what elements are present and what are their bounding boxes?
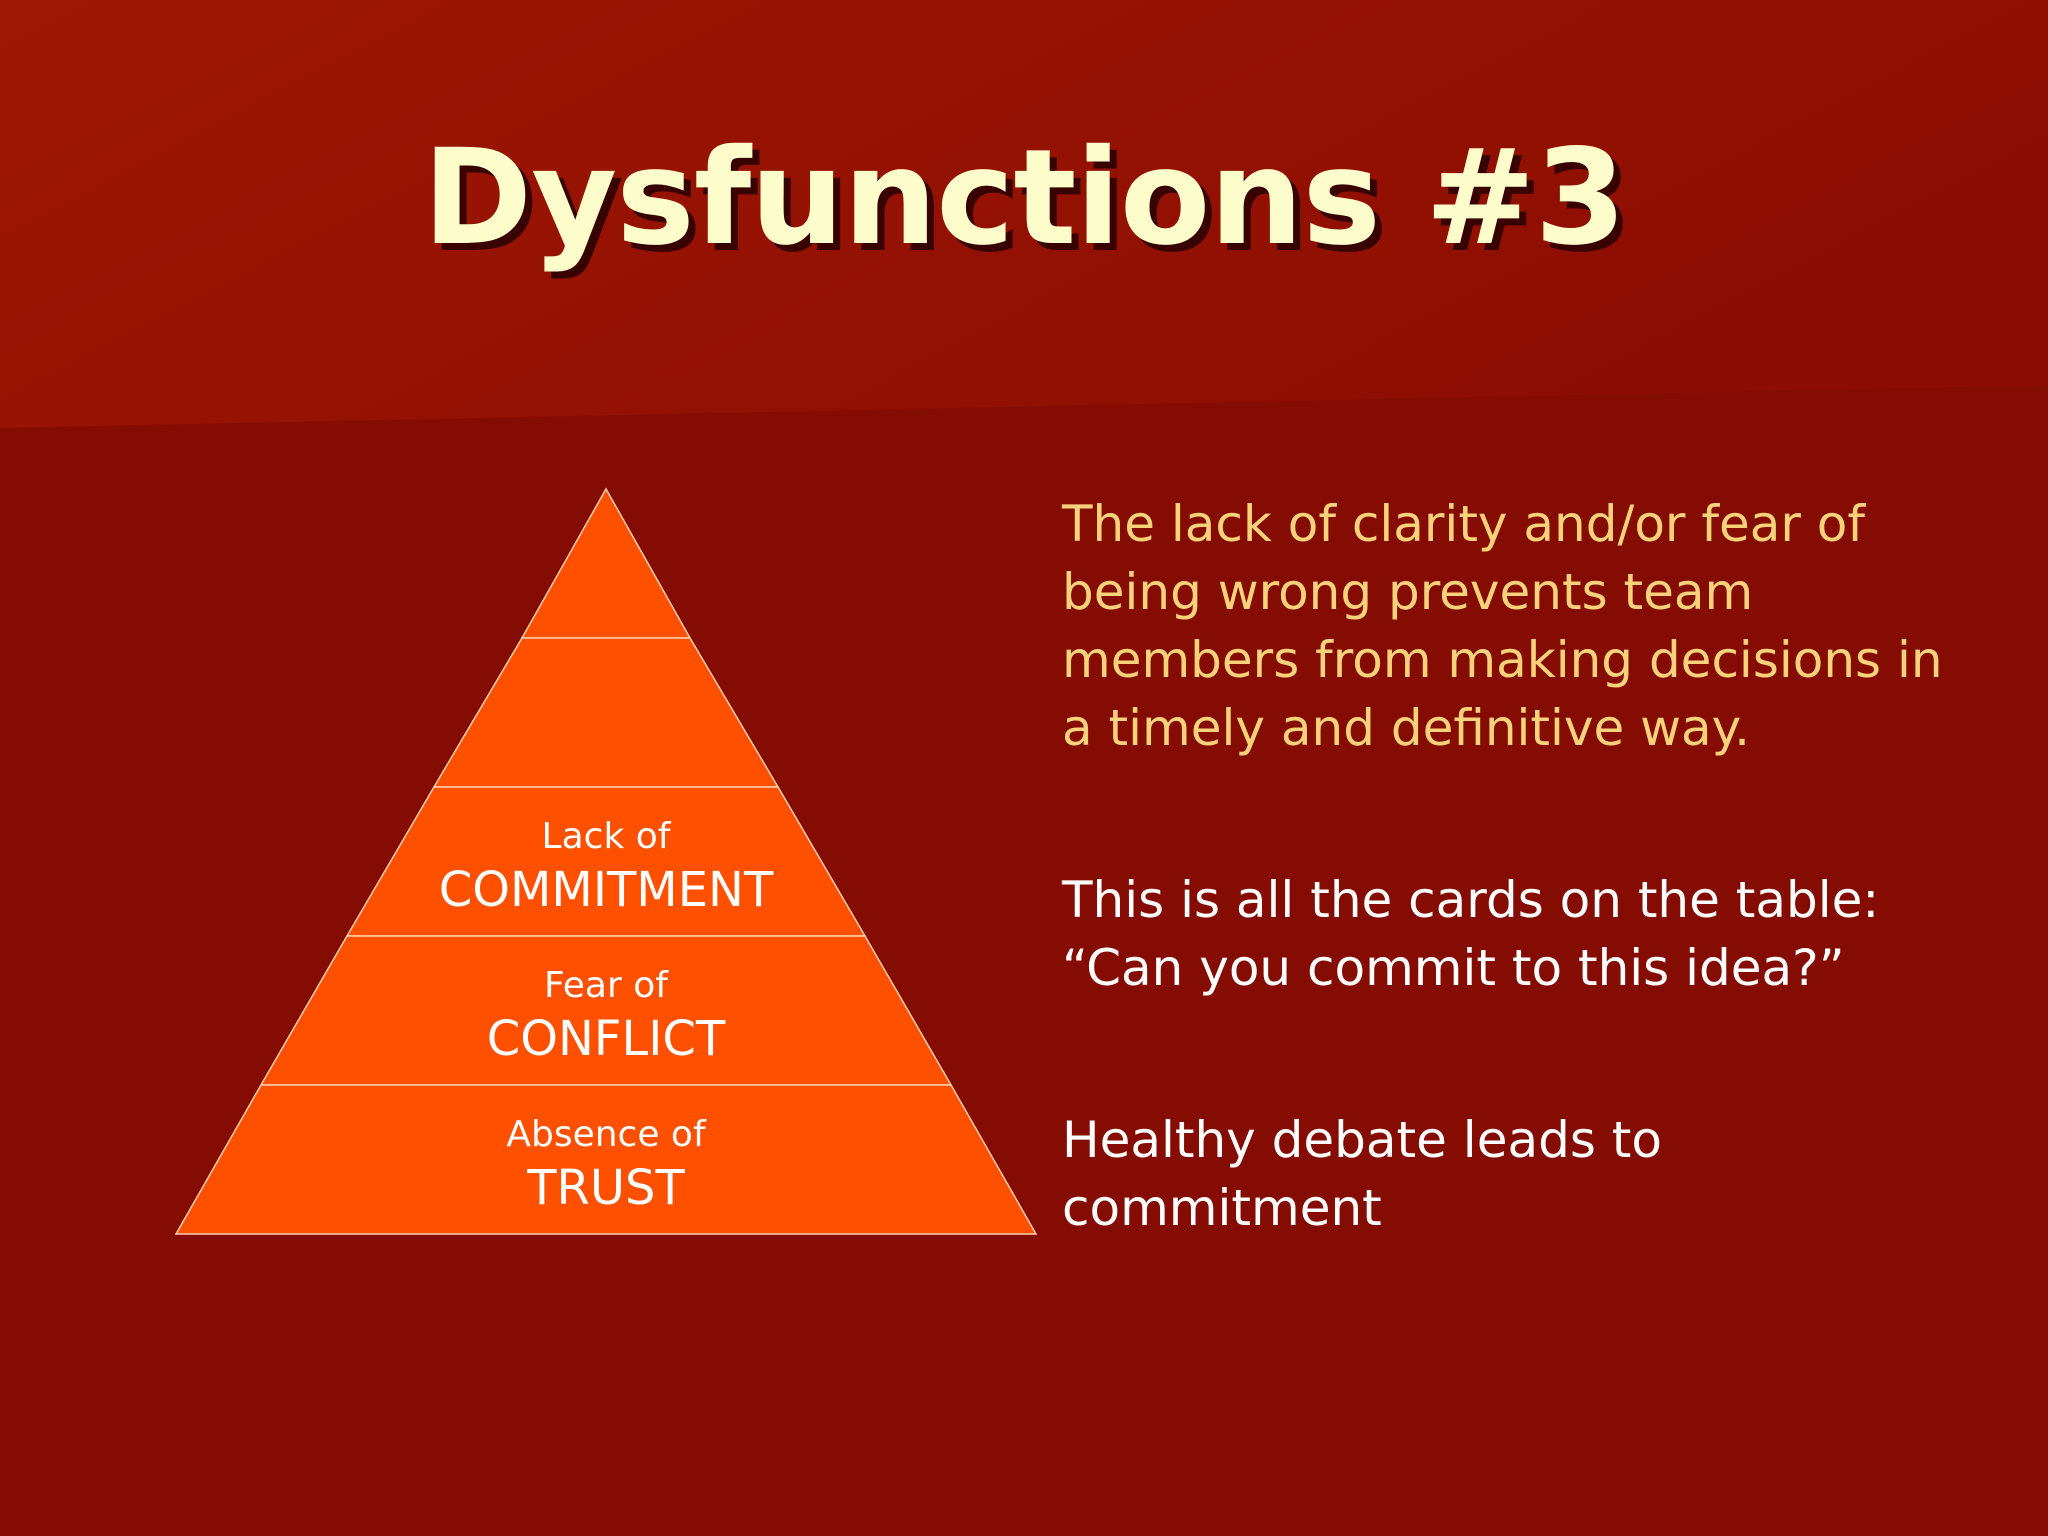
pyramid-level-5 [174, 1084, 1038, 1235]
paragraph-cards-on-table: This is all the cards on the table: “Can… [1062, 871, 1880, 997]
pyramid-label-conflict: Fear of CONFLICT [356, 963, 856, 1069]
pyramid-label-small: Absence of [506, 1114, 706, 1155]
pyramid-label-trust: Absence of TRUST [356, 1112, 856, 1218]
pyramid-label-small: Fear of [544, 965, 668, 1006]
pyramid-label-small: Lack of [541, 816, 671, 857]
pyramid-label-big: CONFLICT [486, 1011, 726, 1067]
paragraph-healthy-debate: Healthy debate leads to commitment [1062, 1111, 1662, 1237]
pyramid-label-big: TRUST [527, 1160, 685, 1216]
pyramid-label-commitment: Lack of COMMITMENT [356, 814, 856, 920]
header-band [0, 0, 2048, 428]
pyramid-label-big: COMMITMENT [438, 862, 774, 918]
slide-title: Dysfunctions #3 [422, 121, 1627, 275]
pyramid-level-1 [520, 487, 692, 639]
pyramid-level-2 [432, 637, 780, 788]
paragraph-definition: The lack of clarity and/or fear of being… [1062, 495, 1943, 757]
